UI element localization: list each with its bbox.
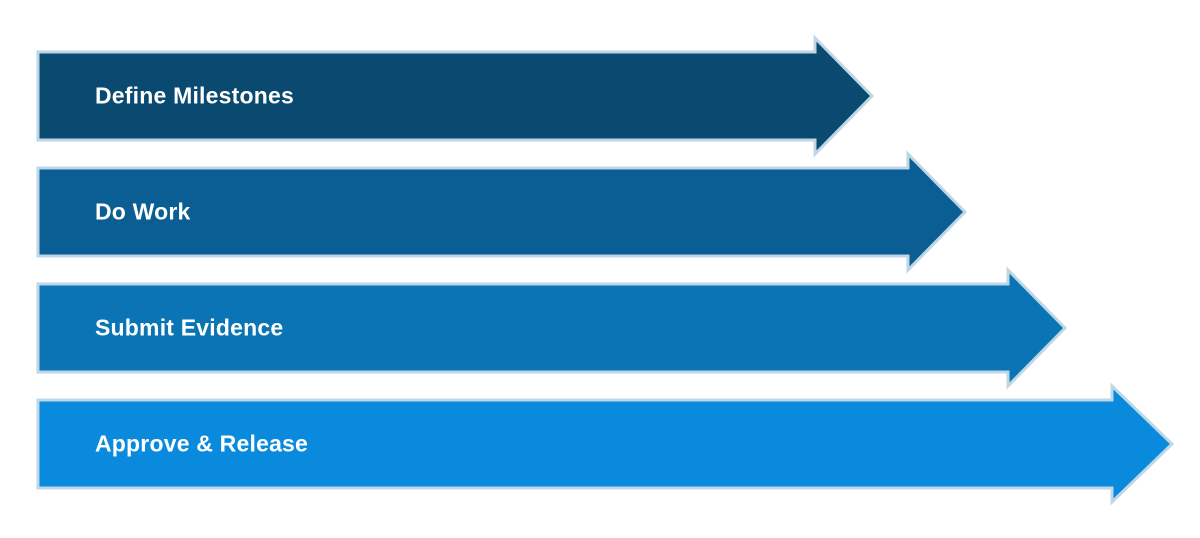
process-step-label: Approve & Release xyxy=(95,430,309,457)
arrow-polygon xyxy=(36,34,875,158)
arrow-polygon xyxy=(36,266,1068,390)
process-step-label: Submit Evidence xyxy=(95,314,284,341)
arrow-polygon xyxy=(36,382,1175,506)
arrow-polygon xyxy=(36,150,968,274)
process-step-label: Define Milestones xyxy=(95,82,294,109)
process-step-label: Do Work xyxy=(95,198,191,225)
